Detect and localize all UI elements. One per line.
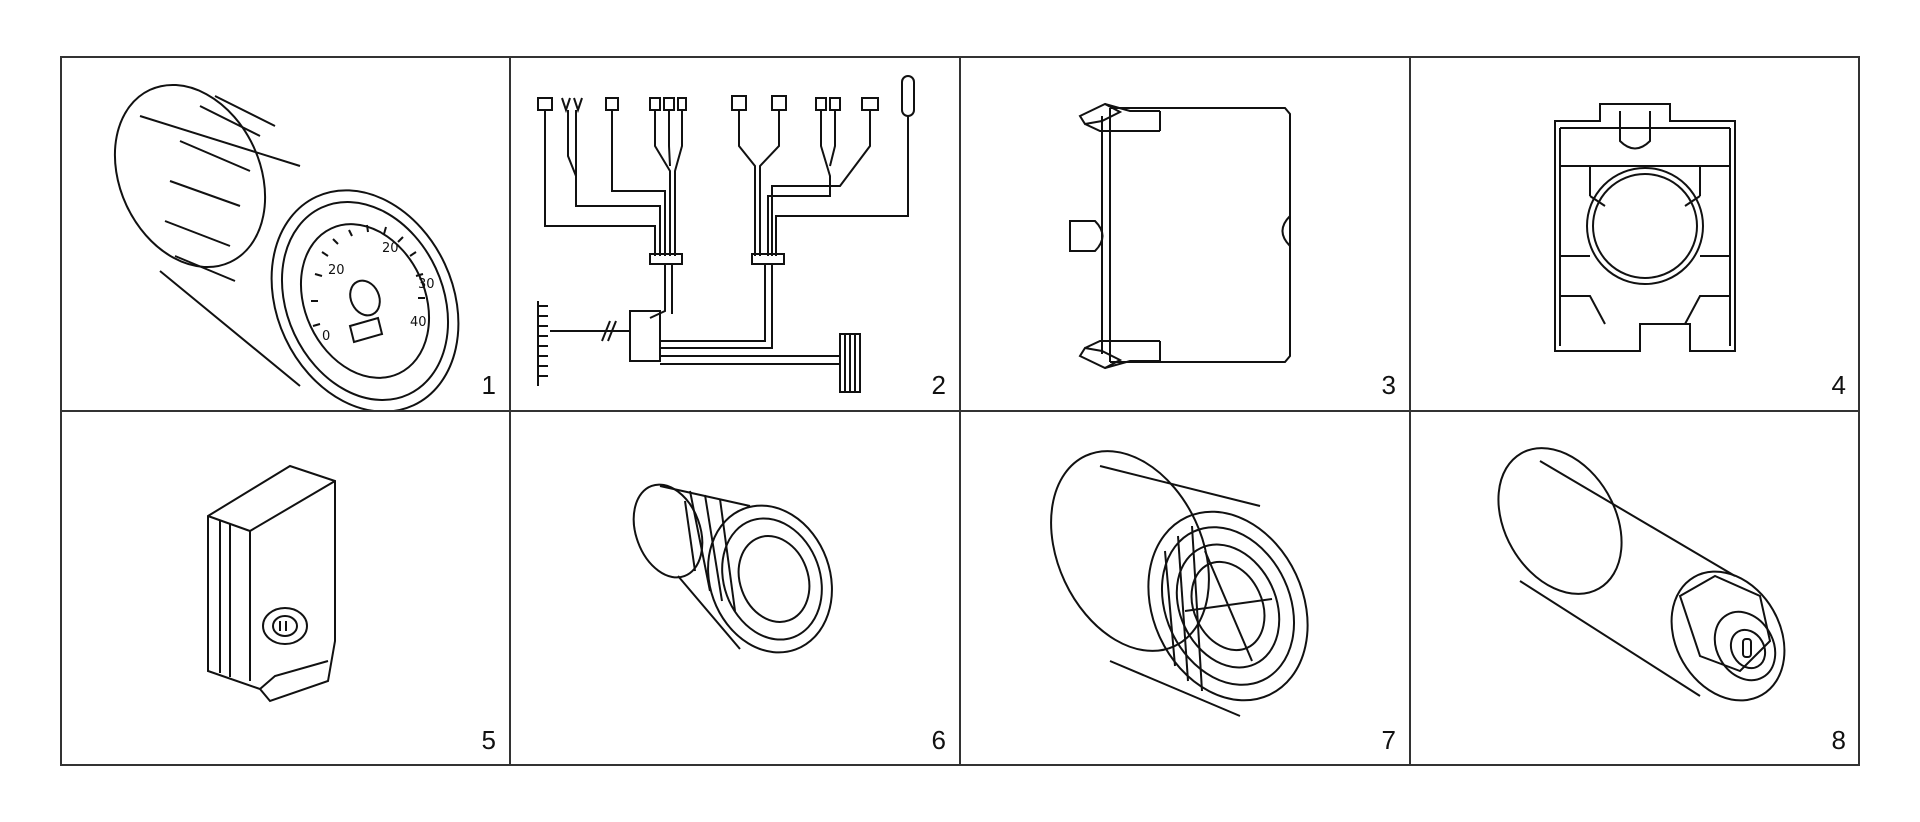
panel-number: 6 xyxy=(931,725,946,755)
svg-text:40: 40 xyxy=(410,315,427,330)
panel-number: 5 xyxy=(481,725,496,755)
panel-number: 3 xyxy=(1381,370,1396,400)
panel-7-buzzer: 7 xyxy=(960,411,1410,766)
panel-8-cylinder-switch: 8 xyxy=(1410,411,1860,766)
panel-number: 8 xyxy=(1831,725,1846,755)
grid-divider xyxy=(60,410,1860,412)
panel-number: 7 xyxy=(1381,725,1396,755)
panel-6-push-button: 6 xyxy=(510,411,960,766)
svg-text:20: 20 xyxy=(382,241,399,256)
panel-4-mounting-adapter: 4 xyxy=(1410,56,1860,411)
panel-3-contact-block: 3 xyxy=(960,56,1410,411)
push-button-illustration xyxy=(510,411,960,766)
svg-text:30: 30 xyxy=(418,277,435,292)
contact-block-illustration xyxy=(960,56,1410,411)
mounting-adapter-illustration xyxy=(1410,56,1860,411)
panel-number: 4 xyxy=(1831,370,1846,400)
wiring-harness-illustration xyxy=(510,56,960,411)
panel-1-gauge: 20 20 30 40 0 1 xyxy=(60,56,510,411)
cylinder-switch-illustration xyxy=(1410,411,1860,766)
buzzer-illustration xyxy=(960,411,1410,766)
panel-number: 2 xyxy=(931,370,946,400)
svg-text:0: 0 xyxy=(322,329,330,344)
gauge-illustration: 20 20 30 40 0 xyxy=(60,56,510,411)
key-switch-illustration xyxy=(60,411,510,766)
panel-number: 1 xyxy=(481,370,496,400)
panel-5-key-switch: 5 xyxy=(60,411,510,766)
panel-2-wiring-harness: 2 xyxy=(510,56,960,411)
svg-text:20: 20 xyxy=(328,263,345,278)
